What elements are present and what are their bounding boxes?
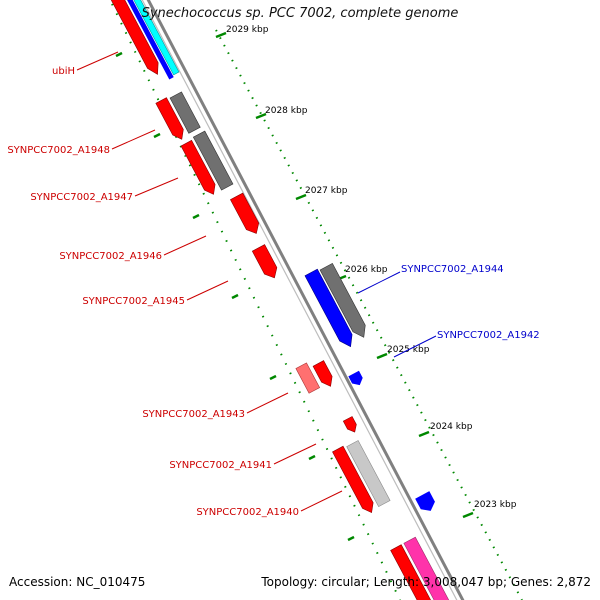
gene-label-a1945[interactable]: SYNPCC7002_A1945	[82, 296, 185, 307]
inner-tick	[192, 213, 200, 220]
feature-magenta-bottom[interactable]	[403, 536, 454, 600]
tick-label-2024: 2024 kbp	[430, 422, 473, 432]
feature-red-top[interactable]	[104, 0, 163, 77]
feature-blue-small[interactable]	[415, 491, 438, 514]
tick-label-2029: 2029 kbp	[226, 25, 269, 35]
feature-gray-a1948[interactable]	[169, 91, 201, 134]
label-leader-lines	[76, 51, 437, 512]
scale-tick	[462, 511, 474, 519]
feature-pink-a1943[interactable]	[295, 362, 321, 394]
gene-label-a1943[interactable]: SYNPCC7002_A1943	[142, 409, 245, 420]
gene-label-a1941[interactable]: SYNPCC7002_A1941	[169, 460, 272, 471]
feature-gray-a1947[interactable]	[192, 130, 234, 191]
feature-red-a1943[interactable]	[312, 360, 336, 390]
leader-a1942	[393, 335, 437, 358]
leader-ubih	[76, 51, 119, 71]
inner-tick	[347, 535, 355, 542]
gene-features	[104, 0, 454, 600]
feature-red-a1946[interactable]	[230, 192, 262, 237]
inner-tick	[231, 293, 239, 300]
inner-tick	[153, 132, 161, 139]
feature-blue-a1942[interactable]	[348, 370, 365, 388]
leader-a1946	[163, 235, 207, 256]
leader-a1948	[111, 129, 156, 150]
inner-ticks	[115, 51, 355, 542]
leader-a1944	[357, 271, 401, 294]
inner-tick	[115, 51, 123, 58]
gene-label-a1947[interactable]: SYNPCC7002_A1947	[30, 192, 133, 203]
tick-label-2023: 2023 kbp	[474, 500, 517, 510]
feature-red-a1941-small[interactable]	[342, 416, 359, 434]
feature-red-bottom[interactable]	[390, 544, 440, 600]
feature-cyan[interactable]	[122, 0, 180, 76]
genome-backbone-outer	[146, 0, 465, 600]
feature-blue-a1944[interactable]	[304, 268, 357, 350]
feature-red-a1945[interactable]	[251, 244, 280, 282]
accession-text: Accession: NC_010475	[9, 575, 146, 589]
genome-summary-text: Topology: circular; Length: 3,008,047 bp…	[261, 575, 591, 589]
scale-tick	[255, 112, 267, 120]
inner-tick	[308, 454, 316, 461]
gene-label-a1940[interactable]: SYNPCC7002_A1940	[196, 507, 299, 518]
gene-label-ubih[interactable]: ubiH	[52, 66, 75, 77]
genome-backbone-inner	[141, 0, 458, 600]
gene-label-a1948[interactable]: SYNPCC7002_A1948	[7, 145, 110, 156]
leader-a1943	[246, 392, 289, 414]
gene-label-a1942[interactable]: SYNPCC7002_A1942	[437, 330, 540, 341]
scale-tick	[215, 31, 227, 39]
leader-a1941	[273, 443, 317, 465]
map-title: Synechococcus sp. PCC 7002, complete gen…	[141, 6, 459, 21]
leader-a1945	[186, 280, 229, 301]
gene-labels: ubiH SYNPCC7002_A1948 SYNPCC7002_A1947 S…	[7, 66, 539, 518]
feature-blue[interactable]	[117, 0, 174, 80]
feature-red-a1940b[interactable]	[332, 445, 377, 515]
gene-label-a1946[interactable]: SYNPCC7002_A1946	[59, 251, 162, 262]
feature-gray-a1944[interactable]	[319, 263, 370, 340]
scale-ticks	[215, 31, 474, 519]
scale-tick	[376, 352, 388, 360]
leader-a1940	[300, 490, 343, 512]
inner-tick	[269, 374, 277, 381]
feature-lightgray-a1940[interactable]	[346, 440, 391, 508]
scale-tick	[418, 430, 430, 438]
tick-label-2028: 2028 kbp	[265, 106, 308, 116]
scale-tick	[295, 193, 307, 201]
gene-label-a1944[interactable]: SYNPCC7002_A1944	[401, 264, 504, 275]
tick-label-2027: 2027 kbp	[305, 186, 348, 196]
tick-label-2026: 2026 kbp	[345, 265, 388, 275]
feature-red-a1947b[interactable]	[180, 139, 219, 197]
feature-red-a1948b[interactable]	[155, 97, 187, 142]
leader-a1947	[134, 177, 179, 197]
outer-scale-dotted-line	[215, 29, 523, 600]
